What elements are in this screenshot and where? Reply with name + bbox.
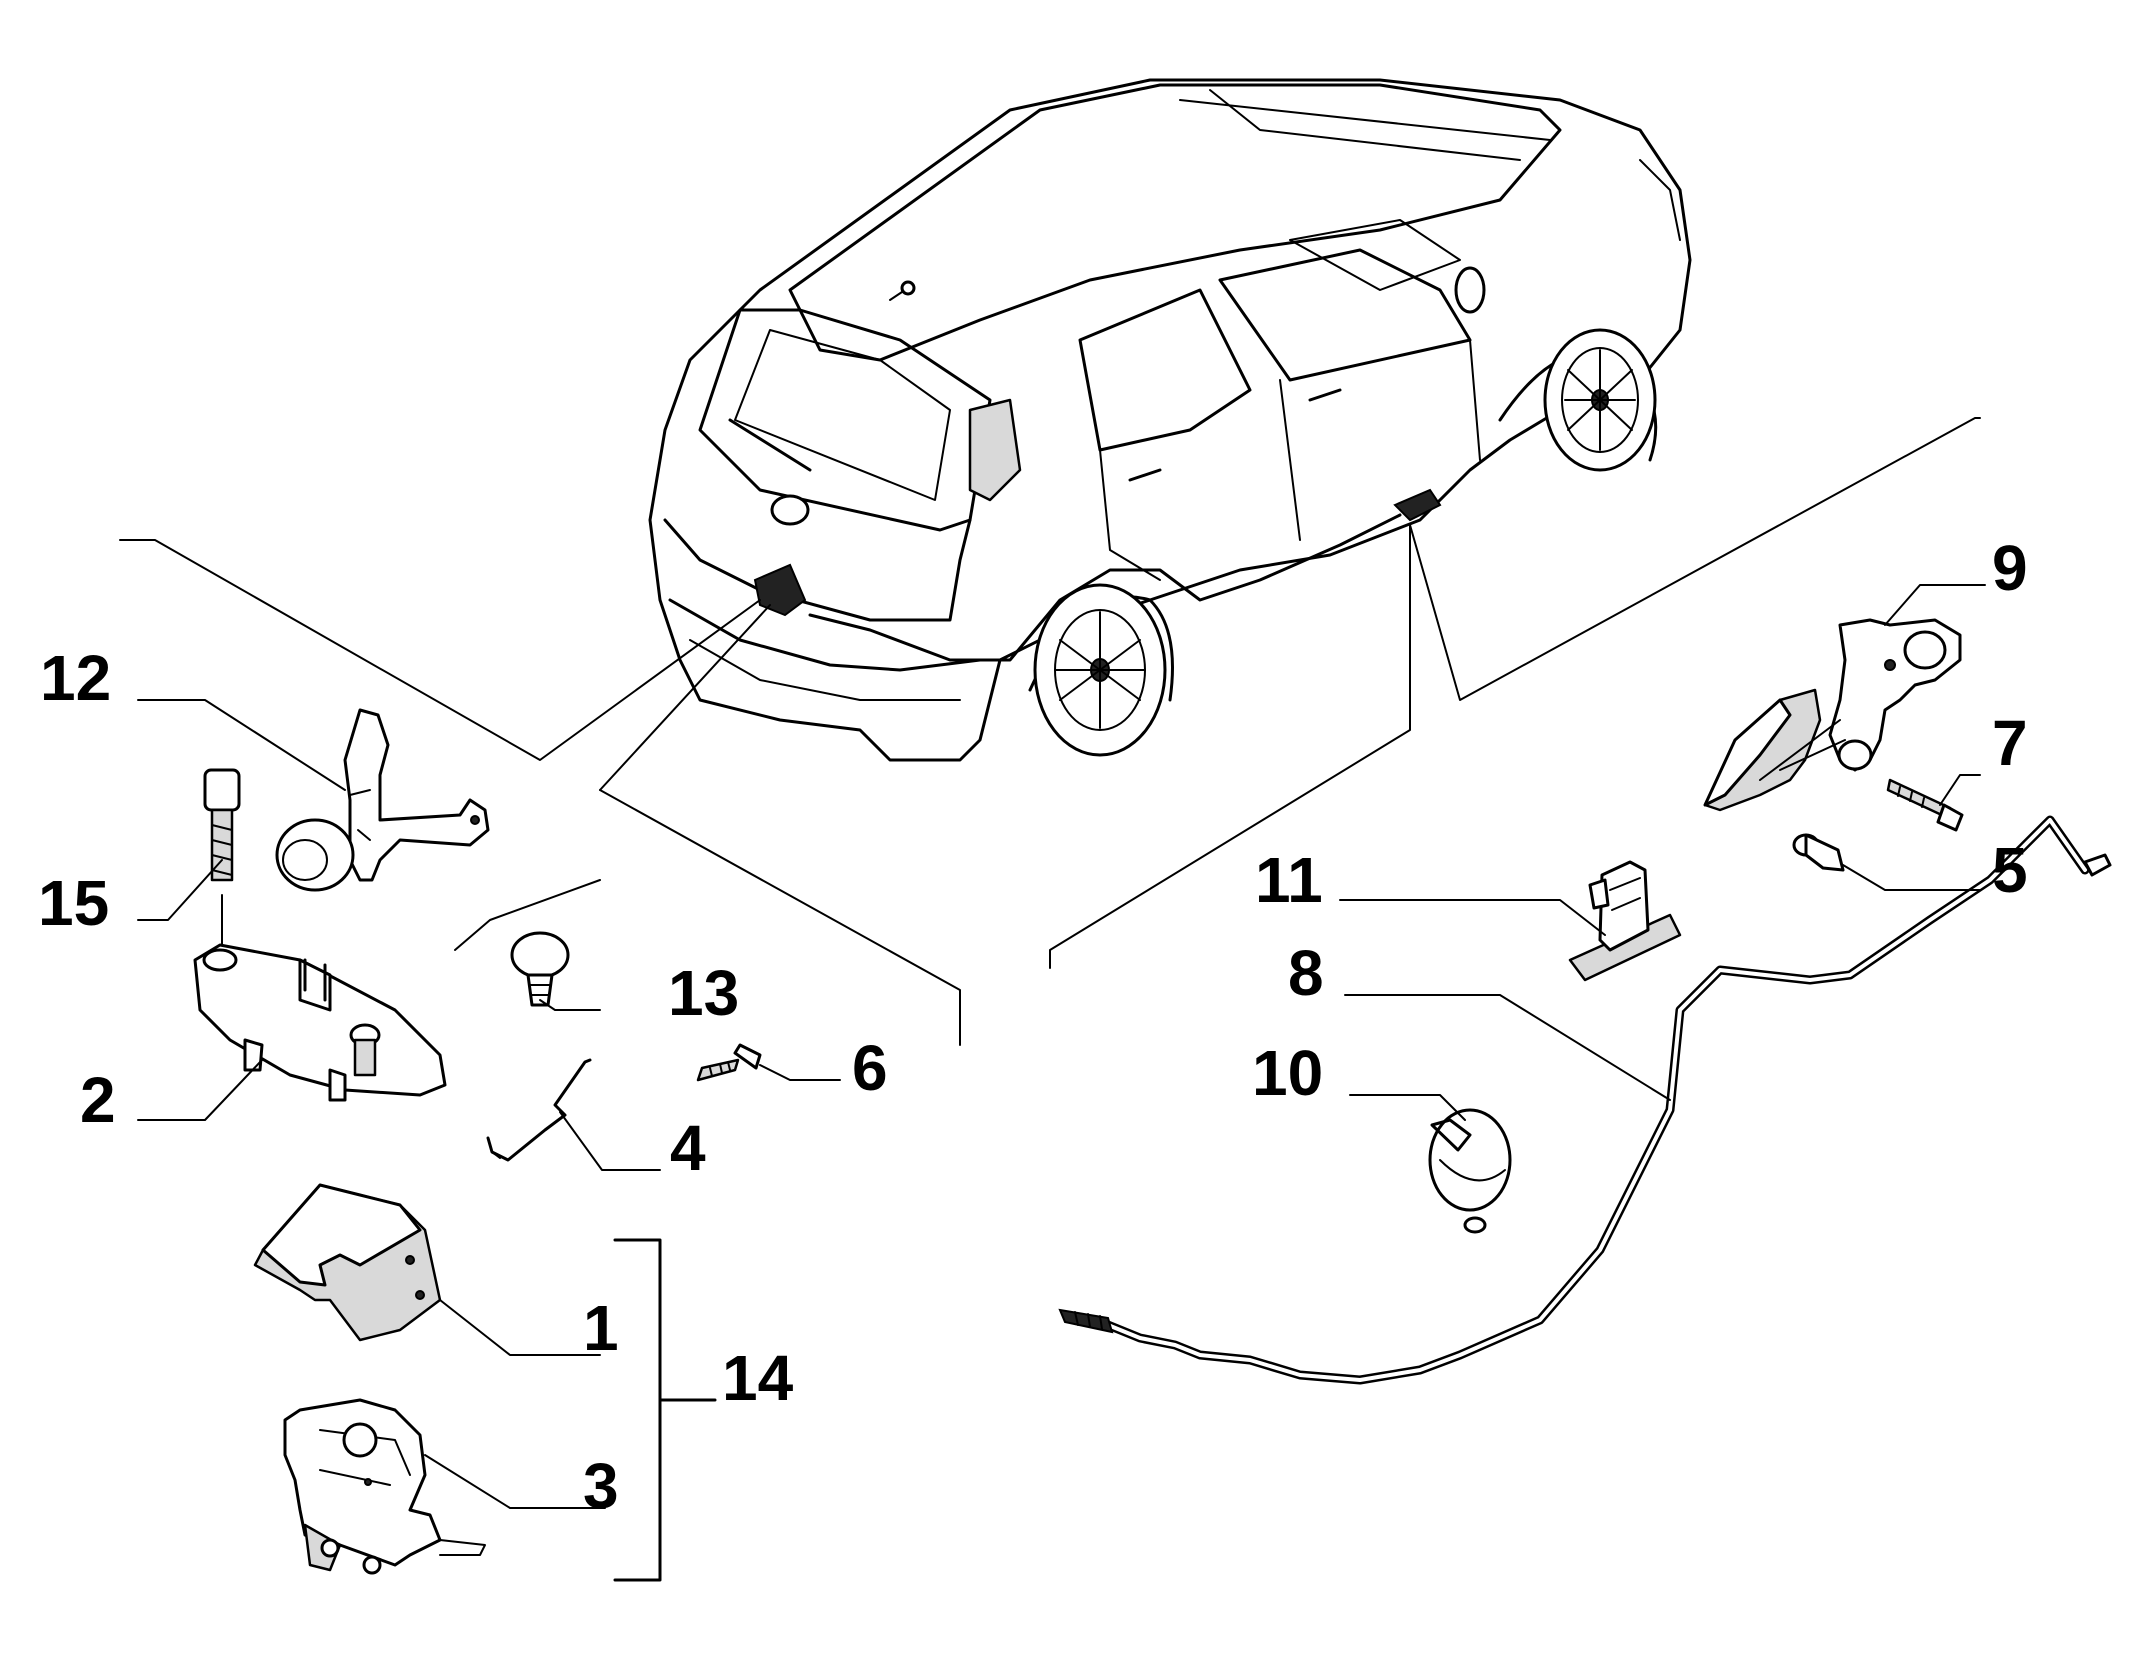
callout-5: 5 bbox=[1992, 834, 2028, 906]
car-illustration bbox=[648, 78, 1692, 762]
callout-leaders bbox=[137, 584, 1986, 1509]
part-11-cable-clip bbox=[1568, 860, 1682, 982]
callout-13: 13 bbox=[668, 957, 739, 1029]
callout-1: 1 bbox=[583, 1292, 619, 1364]
part-7-screw bbox=[1886, 778, 1964, 832]
part-1-cover bbox=[253, 1183, 442, 1342]
part-8-cable bbox=[1058, 815, 2112, 1385]
callout-10: 10 bbox=[1252, 1037, 1323, 1109]
callout-11: 11 bbox=[1255, 844, 1323, 916]
part-12-bracket bbox=[275, 708, 490, 892]
callout-12: 12 bbox=[40, 642, 111, 714]
callout-15: 15 bbox=[38, 867, 109, 939]
part-3-lock-assembly bbox=[283, 1398, 486, 1575]
part-2-lock-base bbox=[193, 943, 447, 1102]
callout-3: 3 bbox=[583, 1450, 619, 1522]
part-15-bolt bbox=[203, 768, 241, 946]
callout-7: 7 bbox=[1992, 707, 2028, 779]
callout-6: 6 bbox=[852, 1032, 888, 1104]
callout-4: 4 bbox=[670, 1112, 706, 1184]
callout-14: 14 bbox=[722, 1342, 794, 1414]
part-6-screw bbox=[696, 1043, 762, 1082]
release-lever-icon bbox=[1703, 618, 1962, 812]
callout-numbers: 12 15 2 13 4 6 1 14 3 9 7 5 11 8 10 bbox=[38, 532, 2028, 1522]
part-4-rod bbox=[486, 1058, 592, 1162]
group-lines bbox=[119, 417, 1981, 1582]
part-10-grommet bbox=[1428, 1108, 1512, 1234]
part-5-bushing bbox=[1792, 833, 1845, 872]
callout-9: 9 bbox=[1992, 532, 2028, 604]
callout-8: 8 bbox=[1288, 937, 1324, 1009]
badge-icon bbox=[770, 494, 810, 526]
part-13-clip bbox=[510, 931, 570, 1007]
callout-2: 2 bbox=[80, 1064, 116, 1136]
